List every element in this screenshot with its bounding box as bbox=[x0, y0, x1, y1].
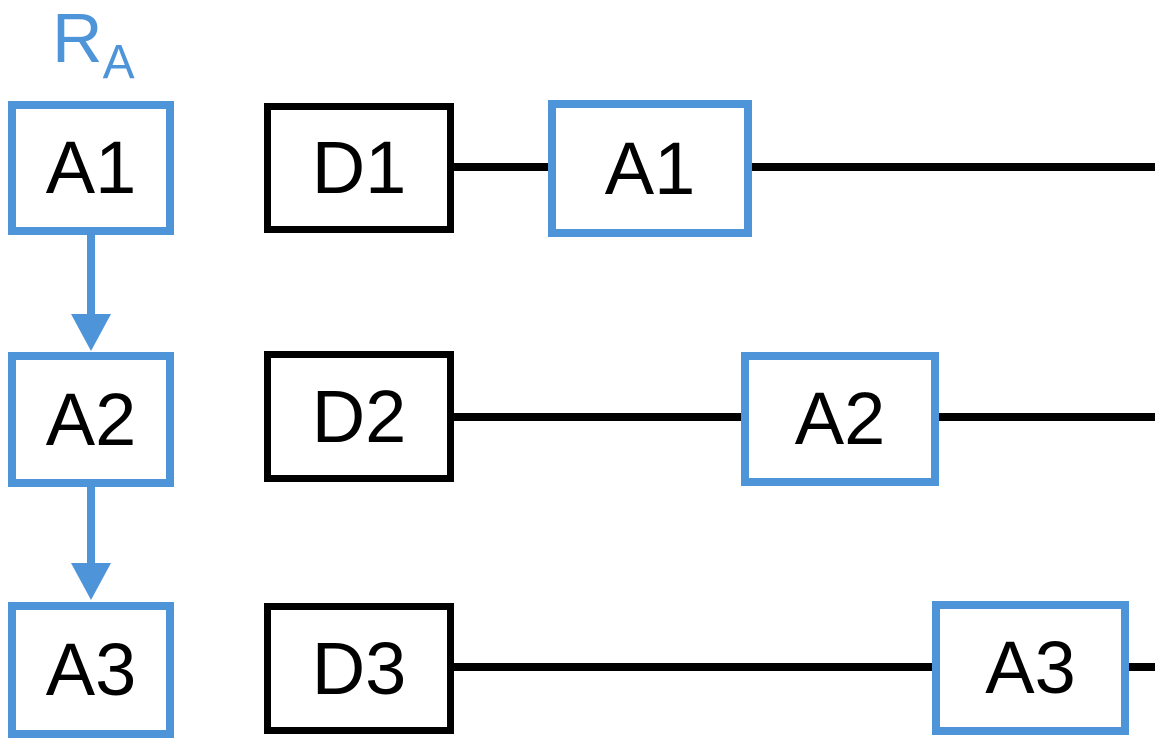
event-box-a3-label: A3 bbox=[985, 631, 1076, 705]
device-box-d2-label: D2 bbox=[312, 380, 407, 454]
register-node-a2: A2 bbox=[8, 352, 174, 487]
device-box-d3-label: D3 bbox=[312, 632, 407, 706]
arrow-down-icon bbox=[71, 314, 111, 351]
register-node-a1: A1 bbox=[8, 101, 174, 235]
register-node-a3-label: A3 bbox=[46, 633, 137, 707]
register-label-main: R bbox=[52, 0, 103, 77]
register-node-a3: A3 bbox=[8, 602, 174, 738]
arrow-down-icon bbox=[87, 235, 95, 317]
register-node-a1-label: A1 bbox=[46, 131, 137, 205]
register-label-subscript: A bbox=[103, 36, 135, 89]
register-label: RA bbox=[52, 2, 135, 76]
device-box-d1-label: D1 bbox=[312, 131, 407, 205]
event-box-a1: A1 bbox=[548, 100, 752, 237]
register-node-a2-label: A2 bbox=[46, 383, 137, 457]
event-box-a2-label: A2 bbox=[795, 382, 886, 456]
event-box-a1-label: A1 bbox=[605, 132, 696, 206]
arrow-down-icon bbox=[87, 487, 95, 566]
device-box-d3: D3 bbox=[264, 603, 454, 734]
device-box-d1: D1 bbox=[264, 103, 454, 233]
arrow-down-icon bbox=[71, 563, 111, 600]
event-box-a2: A2 bbox=[741, 352, 939, 486]
event-box-a3: A3 bbox=[932, 601, 1129, 735]
device-box-d2: D2 bbox=[264, 351, 454, 482]
